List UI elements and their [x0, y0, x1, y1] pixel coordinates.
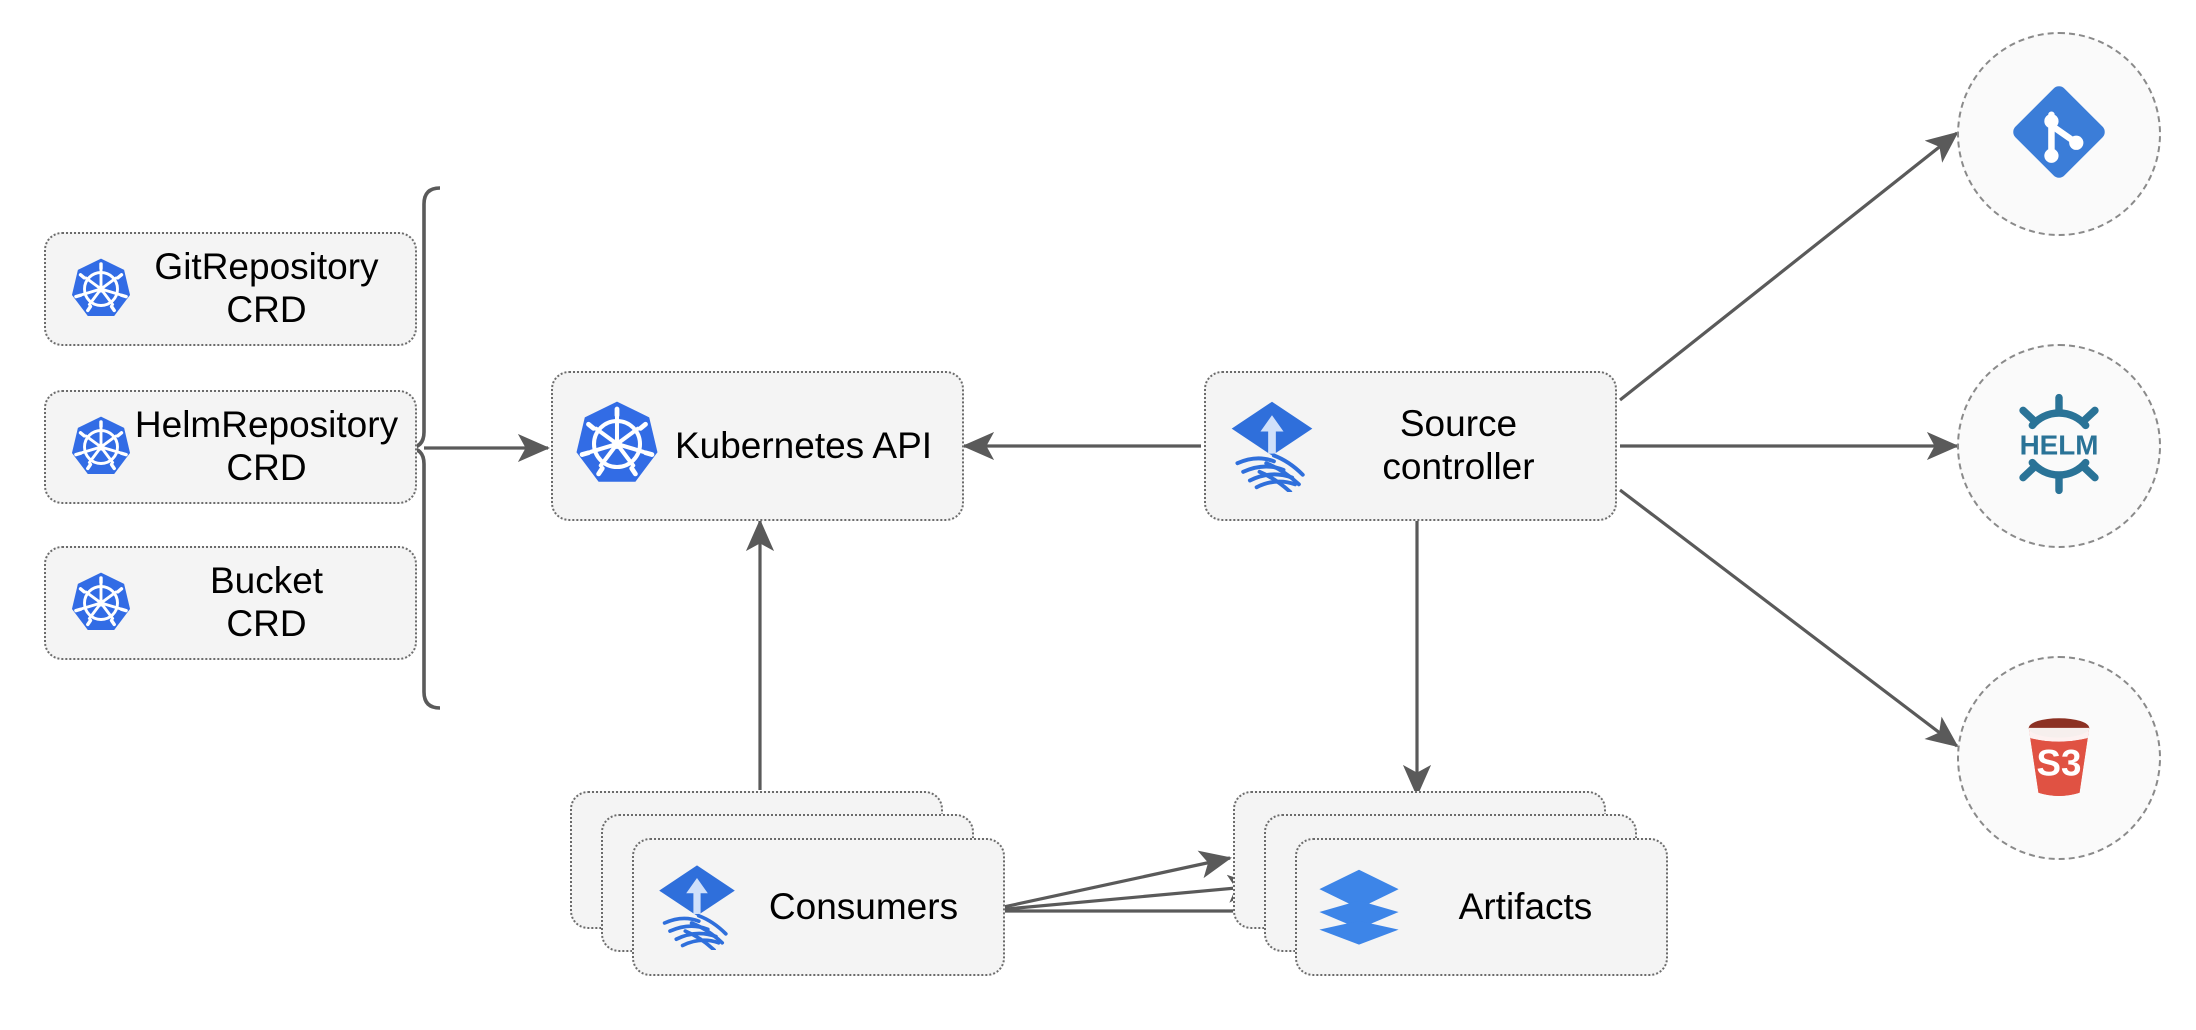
crd-box-helmrepository[interactable]: HelmRepository CRD	[44, 390, 417, 504]
source-controller-label: Source controller	[1382, 403, 1535, 487]
consumers-box[interactable]: Consumers	[632, 838, 1005, 976]
kubernetes-icon	[68, 570, 134, 636]
s3-icon: S3	[2005, 702, 2113, 815]
edge-consumers-to-artifacts-2	[984, 874, 1260, 913]
helm-icon: HELM	[2001, 386, 2117, 507]
crd-box-gitrepository[interactable]: GitRepository CRD	[44, 232, 417, 346]
crd-label: GitRepository CRD	[154, 246, 379, 330]
kubernetes-icon	[571, 398, 663, 495]
git-icon	[2005, 78, 2113, 191]
helm-label: HELM	[2020, 429, 2099, 460]
edge-consumers-to-artifacts-1	[984, 850, 1232, 913]
edge-source-to-git	[1619, 131, 1959, 402]
artifacts-box[interactable]: Artifacts	[1295, 838, 1668, 976]
git-source-circle[interactable]	[1957, 32, 2161, 236]
s3-source-circle[interactable]: S3	[1957, 656, 2161, 860]
source-controller-box[interactable]: Source controller	[1204, 371, 1617, 521]
artifacts-label: Artifacts	[1458, 885, 1593, 927]
crd-label: HelmRepository CRD	[134, 404, 399, 488]
consumers-label: Consumers	[768, 885, 959, 927]
crd-box-bucket[interactable]: Bucket CRD	[44, 546, 417, 660]
kubernetes-api-box[interactable]: Kubernetes API	[551, 371, 964, 521]
crd-label: Bucket CRD	[209, 560, 324, 644]
helm-source-circle[interactable]: HELM	[1957, 344, 2161, 548]
kubernetes-api-label: Kubernetes API	[674, 424, 933, 466]
edge-source-to-s3	[1619, 488, 1959, 748]
s3-label: S3	[2037, 742, 2082, 783]
flux-icon	[652, 860, 742, 955]
kubernetes-icon	[68, 414, 134, 480]
layers-icon	[1315, 861, 1403, 954]
kubernetes-icon	[68, 256, 134, 322]
flux-icon	[1224, 396, 1320, 497]
